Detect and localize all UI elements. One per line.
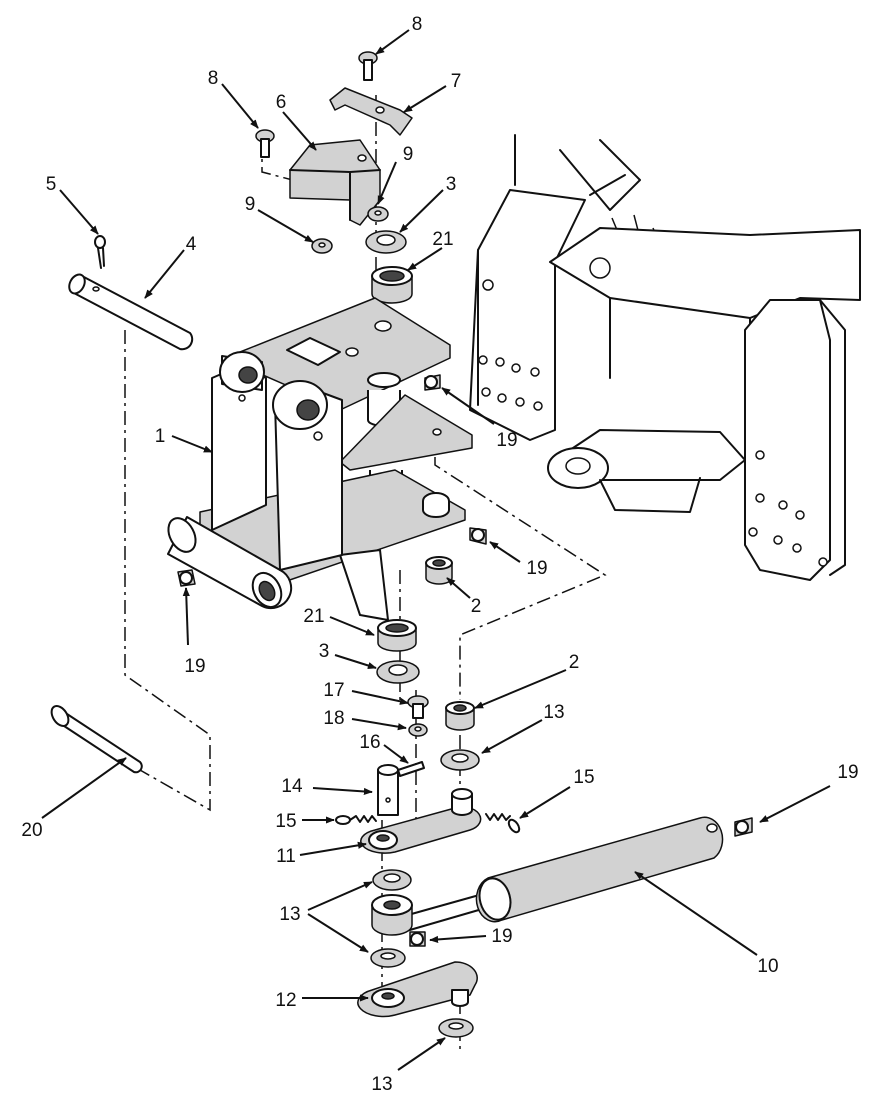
callout-19-middle: 19: [526, 558, 547, 579]
callout-19-upper: 19: [496, 430, 517, 451]
link-arm-11: [360, 788, 482, 854]
callout-9-left: 9: [245, 194, 256, 215]
pin-20: [50, 705, 143, 774]
cotter-pin-5: [94, 235, 106, 269]
washer-3-bottom: [376, 660, 420, 684]
bushing-2-lower: [445, 701, 475, 731]
grease-fitting-19-left: [177, 569, 196, 587]
bracket-7: [329, 87, 413, 136]
callout-2-lower: 2: [569, 652, 580, 673]
grease-fitting-19-middle: [469, 527, 487, 545]
callout-8-top: 8: [412, 14, 423, 35]
pivot-pin-4: [68, 273, 194, 351]
callout-19-left: 19: [184, 656, 205, 677]
callout-17: 17: [323, 680, 344, 701]
callout-12: 12: [275, 990, 296, 1011]
callout-20: 20: [21, 820, 42, 841]
bushing-21-bottom: [377, 619, 417, 652]
hydraulic-cylinder-10: [371, 816, 724, 936]
callout-7: 7: [451, 71, 462, 92]
washer-13-bottom: [438, 1018, 474, 1038]
callout-19-lower: 19: [491, 926, 512, 947]
callout-21-top: 21: [432, 229, 453, 250]
spring-15-right: [485, 813, 521, 834]
callout-15-left: 15: [275, 811, 296, 832]
washer-18: [408, 723, 428, 737]
callout-11: 11: [276, 846, 296, 867]
bolt-8-left: [255, 129, 275, 158]
roll-pin-16: [397, 761, 425, 777]
callout-3-bottom: 3: [319, 641, 330, 662]
lower-arm-12: [357, 961, 478, 1018]
callout-13-stack: 13: [279, 904, 300, 925]
grease-fitting-19-upper: [424, 374, 441, 391]
callout-labels: 8 7 8 6 9 3 5 4 9 21 1 19 19 19 2 21 3 2…: [21, 14, 858, 1095]
callout-9-right: 9: [403, 144, 414, 165]
callout-18: 18: [323, 708, 344, 729]
callout-5: 5: [46, 174, 57, 195]
leader-lines: [41, 29, 831, 1071]
callout-21-bottom: 21: [303, 606, 324, 627]
washer-13-upper: [440, 749, 480, 771]
grease-fitting-19-cylinder: [734, 817, 753, 837]
callout-15-right: 15: [573, 767, 594, 788]
callout-10: 10: [757, 956, 778, 977]
washer-13-stack-top: [372, 869, 412, 891]
callout-13-bottom: 13: [371, 1074, 392, 1095]
clamp-6: [289, 139, 381, 226]
bushing-21-top: [371, 266, 413, 304]
grease-fitting-19-lower: [409, 931, 426, 947]
tractor-frame: [469, 134, 861, 581]
callout-16: 16: [359, 732, 380, 753]
nut-9-right: [367, 206, 389, 222]
washer-3-top: [365, 230, 407, 254]
pin-14: [377, 764, 399, 816]
callout-14: 14: [281, 776, 303, 797]
bolt-17: [407, 695, 429, 719]
bolt-8-top: [358, 51, 378, 81]
callout-6: 6: [276, 92, 287, 113]
callout-4: 4: [186, 234, 197, 255]
callout-8-left: 8: [208, 68, 219, 89]
callout-13-upper: 13: [543, 702, 564, 723]
spring-15-left: [335, 815, 377, 825]
callout-19-cylinder: 19: [837, 762, 858, 783]
callout-1: 1: [155, 426, 166, 447]
callout-2-upper: 2: [471, 596, 482, 617]
bushing-2-upper: [425, 556, 453, 585]
nut-9-left: [311, 238, 333, 254]
washer-13-stack-bottom: [370, 948, 406, 968]
pivot-bracket-1: [167, 297, 473, 621]
callout-3-top: 3: [446, 174, 457, 195]
